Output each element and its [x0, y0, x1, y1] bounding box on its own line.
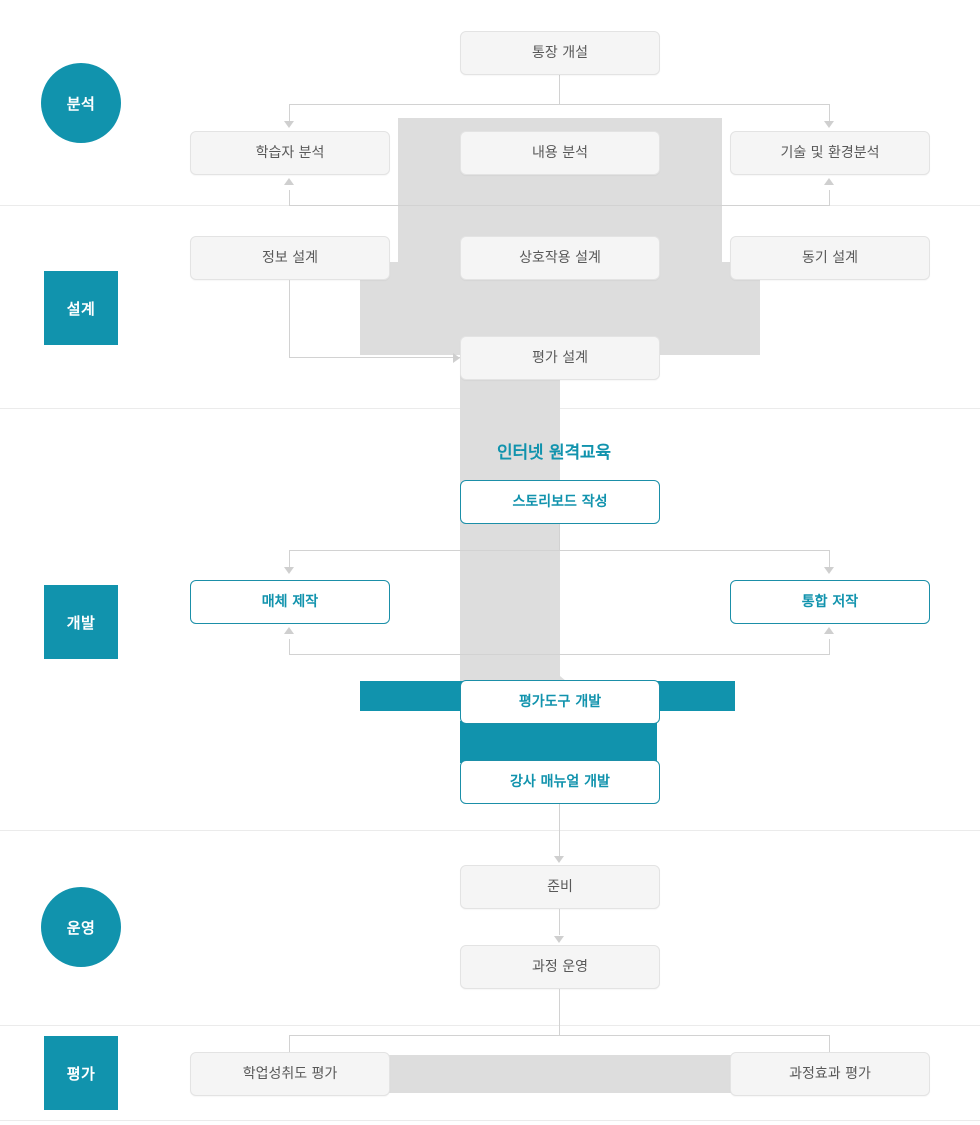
node-label: 통합 저작 — [801, 593, 859, 610]
connector-top-bus — [289, 104, 830, 105]
node-label: 학습자 분석 — [255, 144, 325, 161]
node-label: 과정효과 평가 — [789, 1065, 871, 1082]
row-separator-operation — [0, 1025, 980, 1026]
node-content-analysis[interactable]: 내용 분석 — [460, 131, 660, 175]
stage-label: 운영 — [66, 918, 96, 937]
connector-eval-right-drop — [829, 1035, 830, 1053]
node-label: 상호작용 설계 — [519, 249, 601, 266]
arrow-up-media-production — [284, 627, 294, 634]
connector-eval-bus — [289, 1035, 830, 1036]
connector-manual-to-prep — [559, 804, 560, 858]
arrow-to-course-operation — [554, 936, 564, 943]
stage-marker-development[interactable]: 개발 — [44, 585, 118, 659]
node-label: 정보 설계 — [262, 249, 318, 266]
teal-bar-instructor-manual — [460, 721, 657, 763]
stage-label: 설계 — [66, 299, 96, 318]
node-label: 강사 매뉴얼 개발 — [510, 773, 610, 790]
connector-top-left-drop — [289, 104, 290, 122]
stage-label: 평가 — [66, 1064, 96, 1083]
stage-marker-evaluation[interactable]: 평가 — [44, 1036, 118, 1110]
connector-info-design-run — [289, 357, 460, 358]
node-course-operation[interactable]: 과정 운영 — [460, 945, 660, 989]
connector-info-design-drop — [289, 280, 290, 358]
connector-storyboard-stem — [559, 524, 560, 550]
stage-marker-design[interactable]: 설계 — [44, 271, 118, 345]
connector-dev-right-drop — [829, 550, 830, 568]
connector-analysis-return-left — [289, 190, 290, 206]
connector-dev-return-right — [829, 639, 830, 655]
node-instructor-manual-development[interactable]: 강사 매뉴얼 개발 — [460, 760, 660, 804]
node-label: 스토리보드 작성 — [512, 493, 608, 510]
node-media-production[interactable]: 매체 제작 — [190, 580, 390, 624]
node-label: 내용 분석 — [532, 144, 588, 161]
stage-label: 개발 — [66, 613, 96, 632]
connector-dev-return-left — [289, 639, 290, 655]
node-label: 동기 설계 — [802, 249, 858, 266]
node-account-open[interactable]: 통장 개설 — [460, 31, 660, 75]
arrow-to-assessment-design — [453, 353, 460, 363]
node-tech-env-analysis[interactable]: 기술 및 환경분석 — [730, 131, 930, 175]
node-assessment-tool-development[interactable]: 평가도구 개발 — [460, 680, 660, 724]
connector-dev-left-drop — [289, 550, 290, 568]
node-label: 평가도구 개발 — [518, 693, 602, 710]
arrow-to-preparation — [554, 856, 564, 863]
node-course-effect-evaluation[interactable]: 과정효과 평가 — [730, 1052, 930, 1096]
node-label: 과정 운영 — [532, 958, 588, 975]
connector-dev-bus — [289, 550, 830, 551]
arrow-up-integrated-authoring — [824, 627, 834, 634]
node-label: 기술 및 환경분석 — [780, 144, 880, 161]
node-academic-achievement-evaluation[interactable]: 학업성취도 평가 — [190, 1052, 390, 1096]
arrow-to-tech-analysis — [824, 121, 834, 128]
arrow-to-integrated-authoring — [824, 567, 834, 574]
node-interaction-design[interactable]: 상호작용 설계 — [460, 236, 660, 280]
stage-marker-analysis[interactable]: 분석 — [41, 63, 121, 143]
node-information-design[interactable]: 정보 설계 — [190, 236, 390, 280]
section-title-internet-distance-education: 인터넷 원격교육 — [497, 443, 611, 463]
connector-analysis-return-bus — [289, 205, 830, 206]
arrow-up-learner-analysis — [284, 178, 294, 185]
node-label: 준비 — [547, 878, 573, 895]
connector-top-stem — [559, 75, 560, 104]
node-integrated-authoring[interactable]: 통합 저작 — [730, 580, 930, 624]
node-storyboard-writing[interactable]: 스토리보드 작성 — [460, 480, 660, 524]
connector-prep-to-course — [559, 909, 560, 935]
arrow-to-media-production — [284, 567, 294, 574]
node-label: 학업성취도 평가 — [242, 1065, 338, 1082]
connector-analysis-return-right — [829, 190, 830, 206]
node-assessment-design[interactable]: 평가 설계 — [460, 336, 660, 380]
connector-operation-stem — [559, 989, 560, 1036]
node-motivation-design[interactable]: 동기 설계 — [730, 236, 930, 280]
node-preparation[interactable]: 준비 — [460, 865, 660, 909]
node-label: 매체 제작 — [261, 593, 319, 610]
funnel-narrow-column — [460, 355, 560, 695]
connector-eval-left-drop — [289, 1035, 290, 1053]
row-separator-bottom — [0, 1120, 980, 1121]
stage-marker-operation[interactable]: 운영 — [41, 887, 121, 967]
connector-dev-return-bus — [289, 654, 830, 655]
evaluation-gray-bar — [388, 1055, 733, 1093]
node-learner-analysis[interactable]: 학습자 분석 — [190, 131, 390, 175]
stage-label: 분석 — [66, 94, 96, 113]
node-label: 평가 설계 — [532, 349, 588, 366]
arrow-up-tech-analysis — [824, 178, 834, 185]
connector-top-right-drop — [829, 104, 830, 122]
node-label: 통장 개설 — [532, 44, 588, 61]
row-separator-development — [0, 830, 980, 831]
arrow-to-learner-analysis — [284, 121, 294, 128]
